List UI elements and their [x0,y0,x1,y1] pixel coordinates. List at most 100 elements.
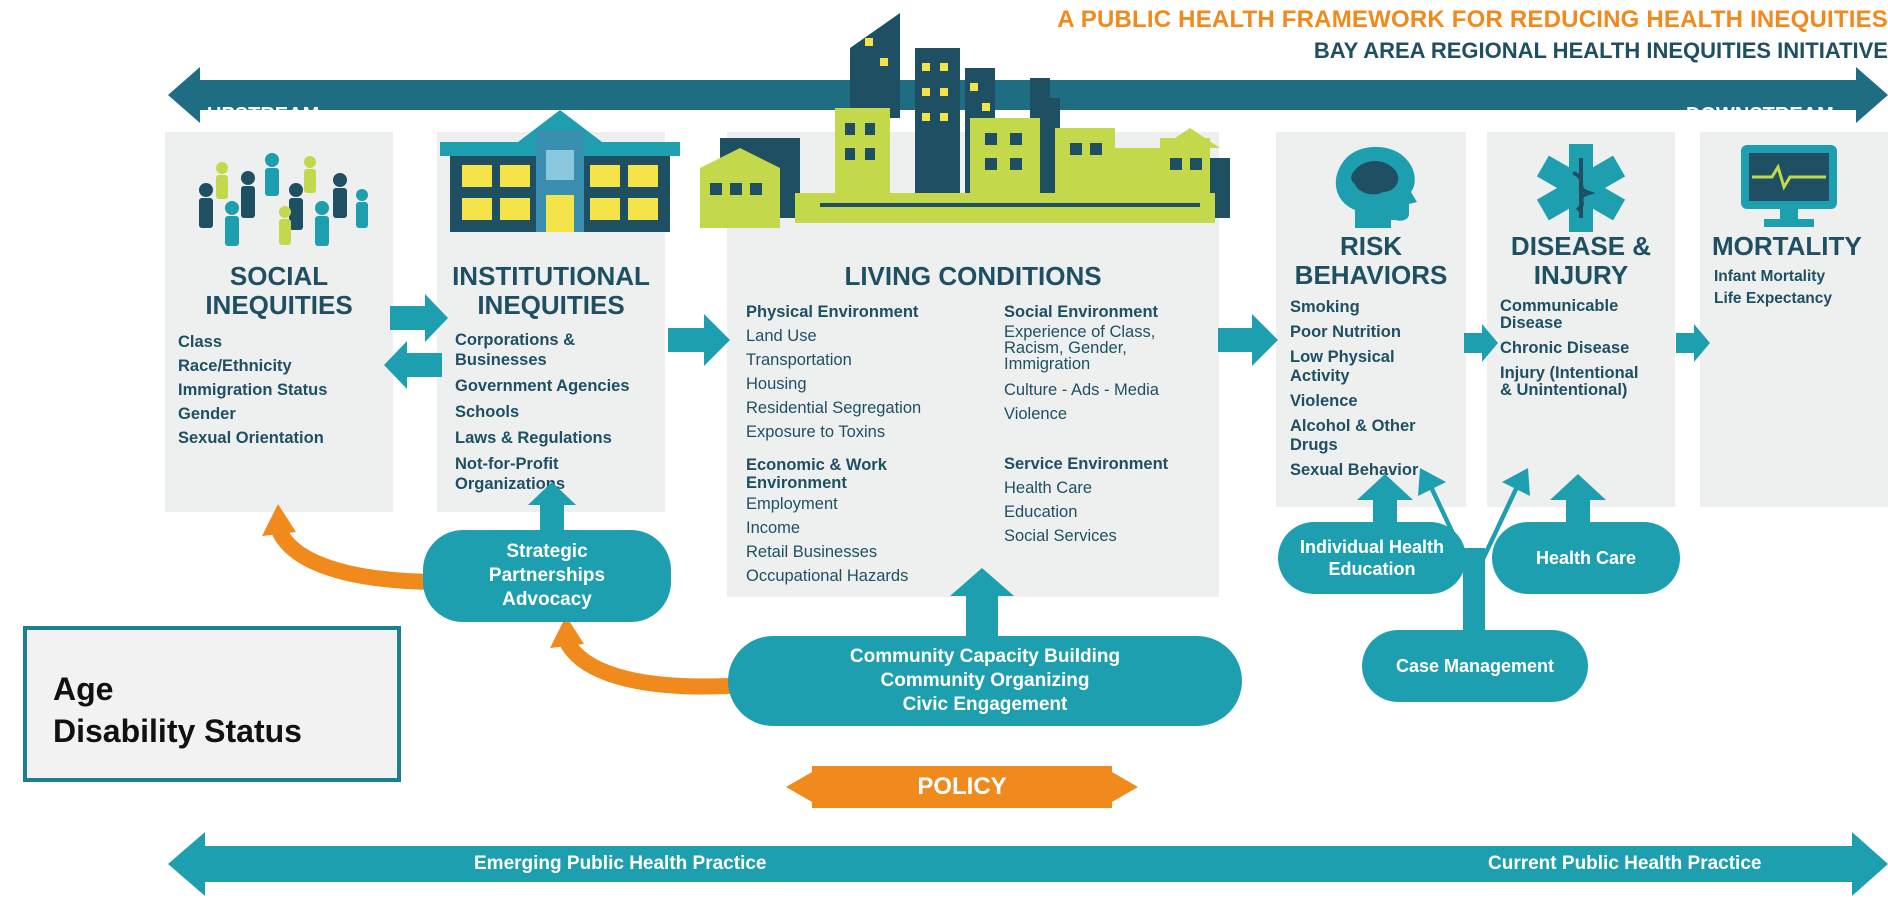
list-item: Education [1004,503,1078,521]
list-item: Poor Nutrition [1290,323,1401,341]
pill-line: Partnerships [488,565,606,586]
list-item: Low Physical [1290,348,1395,366]
upstream-label: UPSTREAM [207,104,320,126]
list-item: Racism, Gender, [1004,339,1127,357]
heading-line: SOCIAL [229,261,329,291]
section-title: Service Environment [1004,455,1169,473]
list-item: Immigration Status [178,381,328,399]
list-item: Sexual Orientation [178,429,324,447]
list-item: Housing [746,375,807,393]
list-item: Occupational Hazards [746,567,909,585]
disease-injury-heading: DISEASE & INJURY [1487,232,1675,290]
pill-line: Strategic [506,541,588,562]
heading-line: RISK [1339,231,1403,261]
list-item: Corporations & [455,331,576,349]
service-environment-list: Service Environment Health Care Educatio… [1004,452,1168,548]
city-skyline-icon [700,13,1230,228]
initiative-title: BAY AREA REGIONAL HEALTH INEQUITIES INIT… [1313,38,1888,63]
individual-health-education-pill: Individual Health Education [1278,522,1466,594]
list-item: Residential Segregation [746,399,922,417]
list-item: Infant Mortality [1714,268,1826,285]
section-title: Physical Environment [746,303,919,321]
list-item: Injury (Intentional [1500,364,1639,382]
mortality-list: Infant Mortality Life Expectancy [1714,266,1832,310]
institutional-inequities-list: Corporations & Businesses Government Age… [455,330,630,494]
pill-line: Individual Health [1299,537,1445,557]
social-inequities-heading: SOCIAL INEQUITIES [165,262,393,320]
pill-line: Advocacy [502,589,592,610]
list-item: Immigration [1004,355,1091,373]
list-item: Violence [1004,405,1067,423]
emerging-practice-label: Emerging Public Health Practice [474,853,767,874]
list-item: Chronic Disease [1500,339,1630,357]
section-title: Economic & Work [746,456,887,474]
list-item: Businesses [455,351,547,369]
list-item: Gender [178,405,236,423]
downstream-label: DOWNSTREAM [1686,104,1834,126]
list-item: Experience of Class, [1004,323,1156,341]
pill-line: Community Capacity Building [849,646,1121,667]
pill-line: Education [1328,559,1416,579]
heading-line: BEHAVIORS [1294,260,1448,290]
risk-behaviors-heading: RISK BEHAVIORS [1276,232,1466,290]
strategic-partnerships-pill: Strategic Partnerships Advocacy [423,530,671,622]
section-title: Environment [746,474,847,492]
list-item: Social Services [1004,527,1117,545]
heading-line: INEQUITIES [477,290,625,320]
risk-behaviors-list: Smoking Poor Nutrition Low Physical Acti… [1290,298,1418,480]
institutional-inequities-heading: INSTITUTIONAL INEQUITIES [437,262,665,320]
list-item: Class [178,333,223,351]
section-title: Social Environment [1004,303,1159,321]
list-item: Sexual Behavior [1290,461,1419,479]
list-item: Laws & Regulations [455,429,612,447]
heading-line: INEQUITIES [205,290,353,320]
list-item: Retail Businesses [746,543,878,561]
policy-label: POLICY [917,773,1007,800]
list-item: Culture - Ads - Media [1004,381,1159,399]
list-item: Race/Ethnicity [178,357,292,375]
case-management-pill: Case Management [1362,630,1588,702]
list-item: Violence [1290,392,1358,410]
heading-line: INJURY [1533,260,1629,290]
medical-star-icon [1536,144,1626,232]
mortality-heading: MORTALITY [1712,231,1862,261]
physical-environment-list: Physical Environment Land Use Transporta… [746,300,921,444]
social-environment-list: Social Environment Experience of Class, … [1004,300,1159,426]
framework-title: A PUBLIC HEALTH FRAMEWORK FOR REDUCING H… [1057,6,1888,33]
people-icon [199,153,368,246]
list-item: Income [746,519,801,537]
added-categories-callout: Age Disability Status [23,626,401,782]
list-item: Disease [1500,314,1563,332]
building-icon [440,110,680,232]
community-capacity-pill: Community Capacity Building Community Or… [728,636,1242,726]
heading-line: INSTITUTIONAL [452,261,650,291]
list-item: Activity [1290,367,1350,385]
pill-line: Community Organizing [880,670,1090,691]
disease-injury-list: Communicable Disease Chronic Disease Inj… [1500,298,1638,399]
list-item: Employment [746,495,838,513]
brain-head-icon [1335,146,1417,228]
heart-monitor-icon [1741,145,1837,227]
list-item: Not-for-Profit [455,455,559,473]
list-item: Land Use [746,327,817,345]
social-inequities-list: Class Race/Ethnicity Immigration Status … [178,330,327,450]
list-item: Life Expectancy [1714,290,1833,307]
pill-line: Civic Engagement [902,694,1068,715]
pill-line: Health Care [1535,548,1637,568]
list-item: Schools [455,403,520,421]
health-care-pill: Health Care [1492,522,1680,594]
heading-line: DISEASE & [1510,231,1652,261]
list-item: Government Agencies [455,377,630,395]
callout-line: Age [53,671,114,707]
list-item: & Unintentional) [1500,381,1628,399]
list-item: Alcohol & Other [1290,417,1416,435]
list-item: Exposure to Toxins [746,423,886,441]
callout-line: Disability Status [53,713,302,749]
list-item: Organizations [455,475,566,493]
economic-environment-list: Economic & Work Environment Employment I… [746,456,908,588]
list-item: Smoking [1290,298,1360,316]
list-item: Communicable [1500,297,1619,315]
pill-line: Case Management [1395,656,1555,676]
list-item: Health Care [1004,479,1093,497]
living-conditions-heading: LIVING CONDITIONS [844,261,1102,291]
